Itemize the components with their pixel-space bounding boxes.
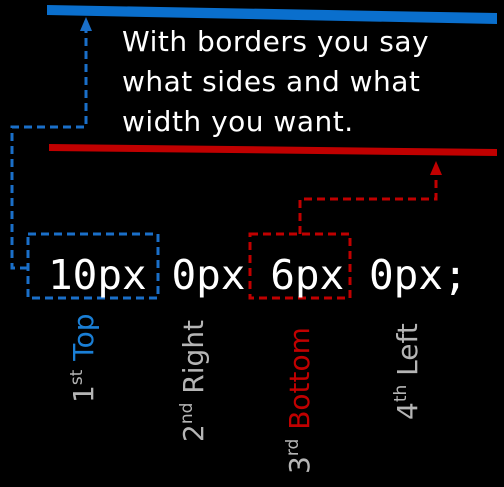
description-text: With borders you say what sides and what…: [122, 25, 430, 138]
bottom-width-value: 6px: [270, 251, 345, 299]
ordinal-number: 3: [283, 456, 316, 474]
top-connector-arrow-icon: [80, 17, 92, 31]
top-width-value: 10px: [48, 251, 147, 299]
ordinal-suffix: rd: [283, 438, 303, 457]
side-label-right: 2nd Right: [177, 319, 210, 442]
right-width-value: 0px: [171, 251, 246, 299]
ordinal-number: 4: [391, 402, 424, 420]
bottom-connector-arrow-icon: [430, 161, 442, 175]
side-name: Top: [67, 313, 100, 361]
top-value-dashed-box: [26, 232, 160, 300]
ordinal-suffix: nd: [177, 402, 197, 425]
side-name: Bottom: [283, 327, 316, 430]
side-label-top: 1st Top: [67, 313, 100, 403]
side-name: Right: [177, 319, 210, 394]
left-width-value: 0px;: [368, 251, 468, 299]
ordinal-number: 2: [177, 424, 210, 442]
ordinal-suffix: th: [391, 384, 411, 403]
ordinal-number: 1: [67, 385, 100, 403]
bottom-connector-dashed-line: [298, 174, 438, 234]
top-connector-dashed-line: [10, 30, 88, 270]
bottom-value-dashed-box: [248, 232, 352, 300]
side-name: Left: [391, 323, 424, 376]
ordinal-suffix: st: [67, 369, 87, 386]
side-label-left: 4th Left: [391, 323, 424, 420]
bottom-border-line: [49, 144, 497, 156]
border-width-code: 10px 0px 6px 0px;: [48, 250, 468, 300]
side-label-bottom: 3rd Bottom: [283, 327, 316, 474]
top-border-line: [47, 5, 497, 24]
